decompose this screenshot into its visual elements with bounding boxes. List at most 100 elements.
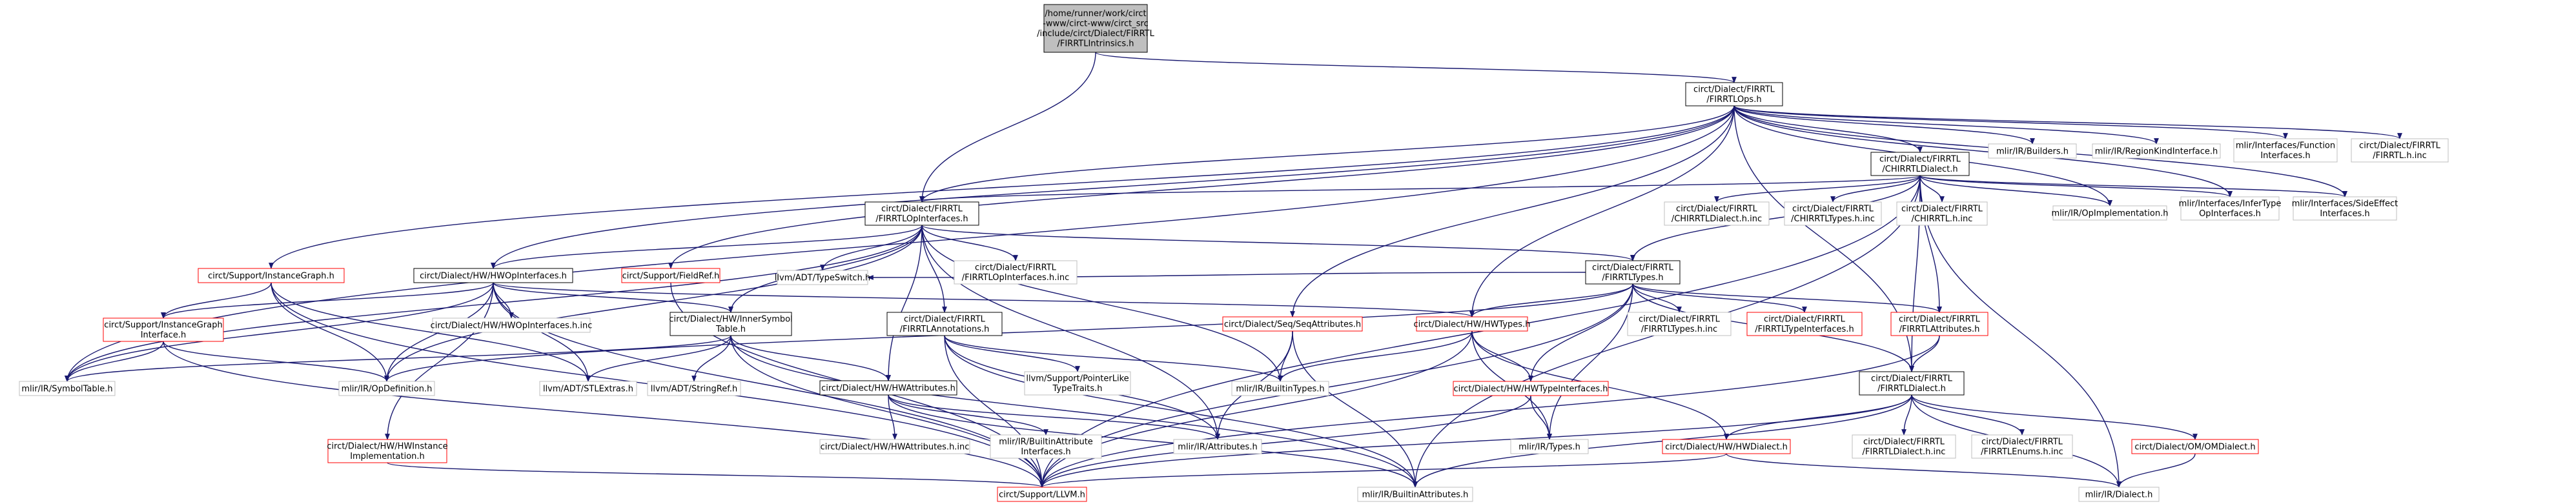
edge-firrtltypes-to-firrtltypeinterfaces (1632, 283, 1807, 313)
edge-chirrtldialect-to-firrtlopinterfaces (919, 175, 1921, 203)
node-label-hwattributes-0: circt/Dialect/HW/HWAttributes.h (821, 383, 956, 393)
node-stlextras[interactable]: llvm/ADT/STLExtras.h (539, 381, 637, 396)
node-label-firrtlattributes-1: /FIRRTLAttributes.h (1899, 325, 1980, 334)
node-box-root (1043, 4, 1148, 53)
edge-hwopinterfaces-to-innersymboltable (493, 282, 733, 313)
node-stringref[interactable]: llvm/ADT/StringRef.h (647, 381, 741, 396)
node-chirrtlhinc[interactable]: circt/Dialect/FIRRTL/CHIRRTL.h.inc (1896, 201, 1988, 226)
node-irdialect[interactable]: mlir/IR/Dialect.h (2078, 487, 2160, 502)
node-label-typeswitch-0: llvm/ADT/TypeSwitch.h (775, 273, 870, 283)
node-label-builtinattributeinterfaces-1: Interfaces.h (1021, 447, 1070, 457)
node-seqattributes[interactable]: circt/Dialect/Seq/SeqAttributes.h (1222, 316, 1363, 332)
node-box-infertype (2180, 196, 2280, 221)
node-label-stringref-0: llvm/ADT/StringRef.h (651, 384, 737, 394)
edge-hwopinterfaces-to-hwinstanceimpl (385, 282, 494, 440)
node-firrtldialecthinc[interactable]: circt/Dialect/FIRRTL/FIRRTLDialect.h.inc (1852, 434, 1956, 459)
node-hwopinterfacesinc[interactable]: circt/Dialect/HW/HWOpInterfaces.h.inc (431, 318, 593, 333)
node-label-firrtldialecthinc-0: circt/Dialect/FIRRTL (1863, 438, 1945, 447)
node-instancegraph[interactable]: circt/Support/InstanceGraph.h (198, 268, 345, 283)
edge-hwattributes-to-hwattributeshinc (888, 394, 897, 440)
edge-hwtypeinterfaces-to-llvmh (1039, 395, 1531, 488)
edge-innersymboltable-to-llvmh (730, 335, 1045, 488)
node-llvmh[interactable]: circt/Support/LLVM.h (997, 487, 1087, 502)
edge-firrtlannotations-to-builtinattributes (944, 335, 1418, 488)
node-chirrtldialect[interactable]: circt/Dialect/FIRRTL/CHIRRTLDialect.h (1870, 152, 1970, 176)
node-firrtldialect[interactable]: circt/Dialect/FIRRTL/FIRRTLDialect.h (1859, 371, 1965, 396)
node-box-irdialect (2078, 487, 2160, 502)
node-label-root-1: -www/circt-www/circt_src (1043, 19, 1149, 29)
node-builders[interactable]: mlir/IR/Builders.h (1988, 143, 2077, 159)
node-box-llvmh (997, 487, 1087, 502)
node-label-firrtlattributes-0: circt/Dialect/FIRRTL (1899, 315, 1981, 325)
edge-hwinstanceimpl-to-llvmh (387, 462, 1045, 488)
node-opdefinition[interactable]: mlir/IR/OpDefinition.h (338, 381, 435, 396)
edge-firrtltypes-to-irtypes (1547, 283, 1633, 440)
node-chirrtltypesinc[interactable]: circt/Dialect/FIRRTL/CHIRRTLTypes.h.inc (1784, 201, 1882, 226)
node-hwinstanceimpl[interactable]: circt/Dialect/HW/HWInstanceImplementatio… (327, 439, 448, 463)
node-firrtltypeshinc[interactable]: circt/Dialect/FIRRTL/FIRRTLTypes.h.inc (1627, 312, 1732, 336)
node-symboltable[interactable]: mlir/IR/SymbolTable.h (19, 381, 116, 396)
node-chirrtldialectinc[interactable]: circt/Dialect/FIRRTL/CHIRRTLDialect.h.in… (1664, 201, 1770, 226)
node-hwtypeinterfaces[interactable]: circt/Dialect/HW/HWTypeInterfaces.h (1453, 381, 1609, 396)
node-label-innersymboltable-1: Table.h (715, 325, 746, 334)
node-root[interactable]: /home/runner/work/circt-www/circt-www/ci… (1037, 4, 1155, 53)
node-hwattributes[interactable]: circt/Dialect/HW/HWAttributes.h (819, 380, 957, 396)
edge-firrtlops-to-hwopinterfaces (491, 105, 1735, 269)
edge-firrtltypes-to-firrtltypeshinc (1632, 283, 1682, 313)
node-typeswitch[interactable]: llvm/ADT/TypeSwitch.h (775, 270, 870, 285)
node-label-pointerlike-0: llvm/Support/PointerLike (1026, 374, 1129, 384)
node-label-firrtltypeshinc-0: circt/Dialect/FIRRTL (1639, 315, 1721, 325)
node-label-sideeffect-0: mlir/Interfaces/SideEffect (2292, 199, 2398, 209)
node-box-firrtldialecthinc (1852, 434, 1956, 459)
node-irtypes[interactable]: mlir/IR/Types.h (1510, 439, 1589, 454)
node-builtinattributes[interactable]: mlir/IR/BuiltinAttributes.h (1357, 487, 1473, 502)
node-regionkind[interactable]: mlir/IR/RegionKindInterface.h (2092, 143, 2221, 159)
node-label-firrtltypes-1: /FIRRTLTypes.h (1602, 273, 1663, 283)
edge-chirrtldialect-to-irdialect (1919, 175, 2121, 488)
node-label-pointerlike-1: TypeTraits.h (1052, 384, 1102, 394)
node-firrtltypeinterfaces[interactable]: circt/Dialect/FIRRTL/FIRRTLTypeInterface… (1746, 312, 1863, 336)
node-label-firrtlopinterfacesinc-0: circt/Dialect/FIRRTL (975, 263, 1057, 273)
node-hwdialect[interactable]: circt/Dialect/HW/HWDialect.h (1662, 439, 1791, 454)
edge-firrtlops-to-chirrtldialect (1733, 105, 1923, 153)
node-hwopinterfaces[interactable]: circt/Dialect/HW/HWOpInterfaces.h (413, 268, 573, 283)
node-opimplementation[interactable]: mlir/IR/OpImplementation.h (2052, 205, 2169, 221)
node-hwtypes[interactable]: circt/Dialect/HW/HWTypes.h (1414, 316, 1531, 332)
edge-chirrtldialect-to-firrtlattributes (1919, 175, 1942, 313)
edge-instancegraphinterface-to-opdefinition (163, 341, 389, 382)
node-firrtlopinterfaces[interactable]: circt/Dialect/FIRRTL/FIRRTLOpInterfaces.… (864, 201, 979, 226)
node-omdialect[interactable]: circt/Dialect/OM/OMDialect.h (2131, 439, 2259, 454)
node-firrtlattributes[interactable]: circt/Dialect/FIRRTL/FIRRTLAttributes.h (1890, 312, 1988, 336)
node-firrtlopinterfacesinc[interactable]: circt/Dialect/FIRRTL/FIRRTLOpInterfaces.… (954, 260, 1078, 285)
node-firrtltypes[interactable]: circt/Dialect/FIRRTL/FIRRTLTypes.h (1585, 260, 1681, 285)
node-box-chirrtltypesinc (1784, 201, 1882, 226)
node-firrtlenumshinc[interactable]: circt/Dialect/FIRRTL/FIRRTLEnums.h.inc (1971, 434, 2073, 459)
node-attributes[interactable]: mlir/IR/Attributes.h (1173, 439, 1262, 454)
node-label-firrtlopinterfacesinc-1: /FIRRTLOpInterfaces.h.inc (962, 273, 1070, 283)
node-builtintypes[interactable]: mlir/IR/BuiltinTypes.h (1231, 381, 1329, 396)
edge-chirrtldialect-to-opimplementation (1919, 175, 2112, 207)
node-firrtlops[interactable]: circt/Dialect/FIRRTL/FIRRTLOps.h (1685, 82, 1783, 106)
node-label-builders-0: mlir/IR/Builders.h (1996, 146, 2069, 156)
node-firrtlannotations[interactable]: circt/Dialect/FIRRTL/FIRRTLAnnotations.h (886, 312, 1003, 336)
node-fieldref[interactable]: circt/Support/FieldRef.h (621, 268, 721, 283)
node-firrtlhinc[interactable]: circt/Dialect/FIRRTL/FIRRTL.h.inc (2351, 138, 2449, 163)
edge-firrtlopinterfaces-to-symboltable (65, 225, 923, 382)
edge-firrtlops-to-firrtlopinterfaces (919, 105, 1735, 203)
node-box-opimplementation (2052, 205, 2167, 221)
node-hwattributeshinc[interactable]: circt/Dialect/HW/HWAttributes.h.inc (819, 439, 970, 454)
node-label-regionkind-0: mlir/IR/RegionKindInterface.h (2095, 146, 2218, 156)
edge-firrtlops-to-regionkind (1733, 105, 2159, 145)
edge-root-to-firrtlops (1095, 52, 1737, 83)
node-box-hwopinterfaces (413, 268, 573, 283)
edge-chirrtldialect-to-firrtltypes (1630, 175, 1921, 261)
edge-firrtlops-to-builders (1733, 105, 2035, 145)
